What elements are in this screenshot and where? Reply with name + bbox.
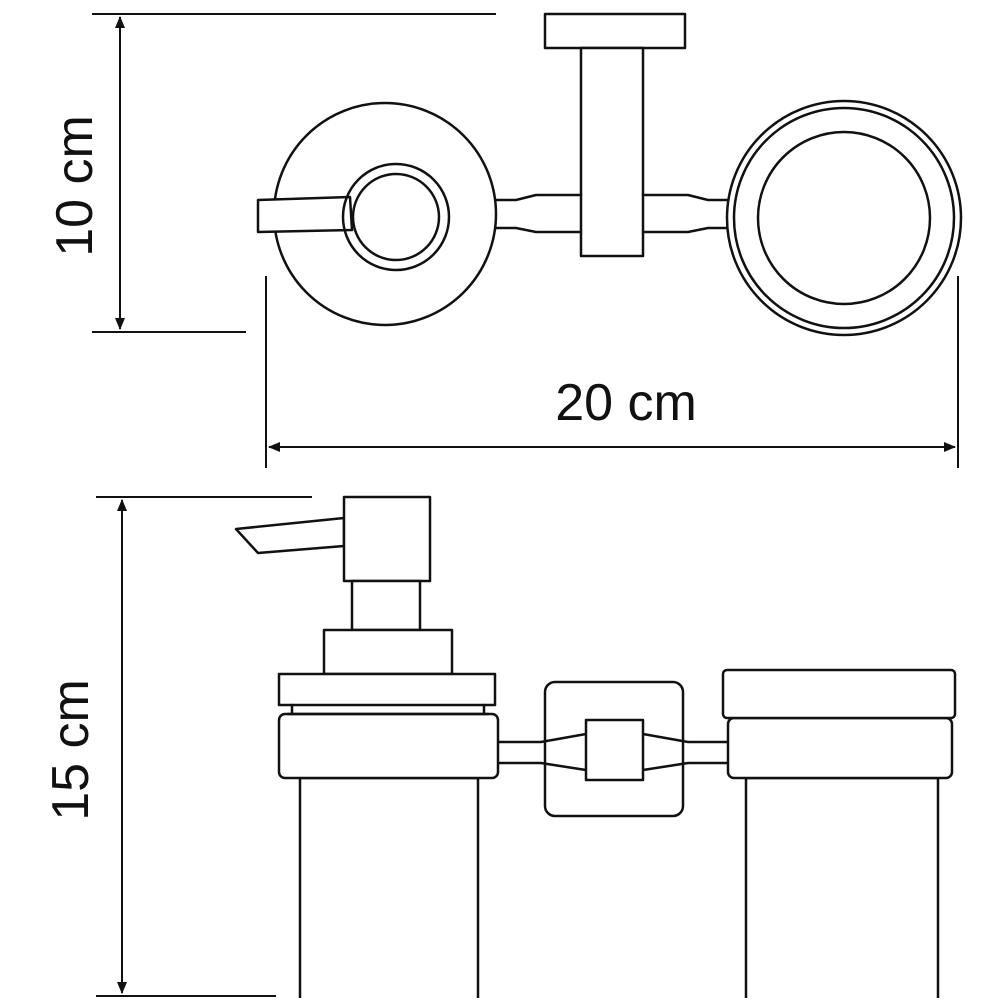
top-view-pump-outer <box>341 162 451 272</box>
front-view-tumbler-body <box>744 776 940 998</box>
front-view-tumbler-ring <box>726 716 954 780</box>
front-view <box>234 495 957 998</box>
front-view-holder-block <box>584 718 645 782</box>
front-view-dispenser-bottle <box>298 776 480 998</box>
front-view-dispenser-collar <box>322 628 454 676</box>
front-view-dispenser-cap <box>277 672 497 707</box>
dimension-label-width: 20 cm <box>555 374 697 432</box>
top-view-tumbler-rim <box>725 99 963 337</box>
top-view-tumbler-opening <box>756 130 932 306</box>
top-view-left-arm <box>490 193 583 234</box>
top-view-pump-inner <box>351 172 441 262</box>
top-view <box>256 12 963 337</box>
front-view-left-arm <box>496 732 588 772</box>
front-view-dispenser-ring <box>277 712 500 780</box>
top-view-right-arm <box>641 193 734 234</box>
front-view-pump-head <box>342 495 432 583</box>
front-view-right-arm <box>641 732 732 772</box>
dimension-label-front-height: 15 cm <box>42 679 100 821</box>
dimension-front-height: 15 cm <box>42 496 312 997</box>
dimension-label-top-height: 10 cm <box>46 115 104 257</box>
dimension-top-height: 10 cm <box>46 13 496 333</box>
top-view-tumbler-rim-inner <box>732 106 956 330</box>
dimension-width: 20 cm <box>265 276 959 468</box>
top-view-wall-plate <box>543 12 687 50</box>
front-view-tumbler-rim <box>721 668 957 720</box>
front-view-dispenser-nozzle <box>234 516 346 555</box>
front-view-pump-stem <box>350 579 422 632</box>
top-view-dispenser-nozzle <box>256 195 354 234</box>
top-view-mount-post <box>579 46 645 258</box>
